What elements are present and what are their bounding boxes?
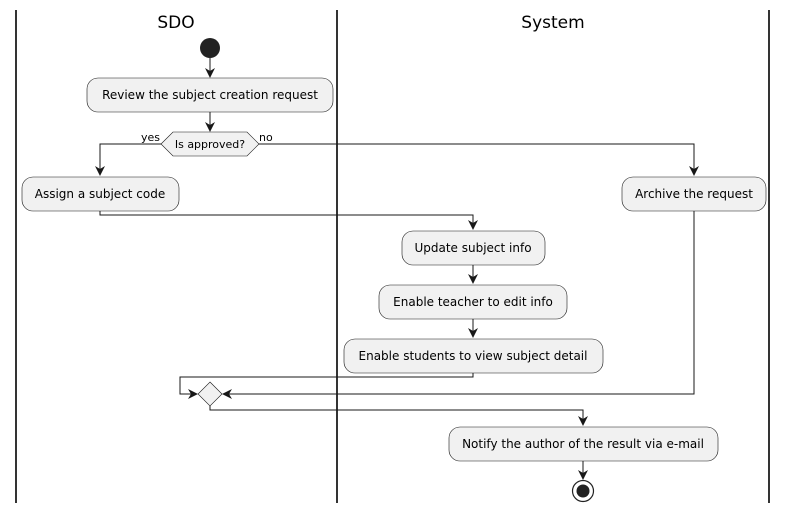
activity-enable-students: Enable students to view subject detail — [343, 338, 604, 374]
decision-is-approved: Is approved? — [160, 131, 260, 157]
activity-enable-teacher: Enable teacher to edit info — [378, 284, 568, 320]
activity-update-info: Update subject info — [401, 230, 546, 266]
activity-review-label: Review the subject creation request — [102, 88, 318, 102]
merge-node — [197, 381, 223, 407]
activity-notify-author: Notify the author of the result via e-ma… — [448, 426, 719, 462]
flow-archive-to-merge — [222, 211, 695, 399]
activity-notify-author-label: Notify the author of the result via e-ma… — [462, 437, 704, 451]
flow-no-branch — [259, 143, 699, 176]
swimlane-title-sdo: SDO — [157, 13, 194, 33]
activity-review: Review the subject creation request — [86, 77, 334, 113]
decision-question-label: Is approved? — [175, 138, 245, 151]
swimlane-title-system: System — [521, 13, 584, 33]
start-node — [200, 38, 220, 58]
flow-assign-to-update — [99, 211, 478, 230]
activity-enable-teacher-label: Enable teacher to edit info — [393, 295, 553, 309]
flow-merge-to-notify — [209, 406, 588, 426]
activity-enable-students-label: Enable students to view subject detail — [359, 349, 588, 363]
decision-no-label: no — [259, 131, 273, 144]
activity-archive: Archive the request — [621, 176, 767, 212]
activity-assign-code-label: Assign a subject code — [35, 187, 166, 201]
decision-yes-label: yes — [141, 131, 160, 144]
end-node — [571, 479, 595, 503]
flow-students-to-merge — [179, 373, 474, 399]
activity-update-info-label: Update subject info — [414, 241, 531, 255]
flow-yes-branch — [95, 143, 161, 176]
activity-assign-code: Assign a subject code — [21, 176, 180, 212]
activity-archive-label: Archive the request — [635, 187, 753, 201]
